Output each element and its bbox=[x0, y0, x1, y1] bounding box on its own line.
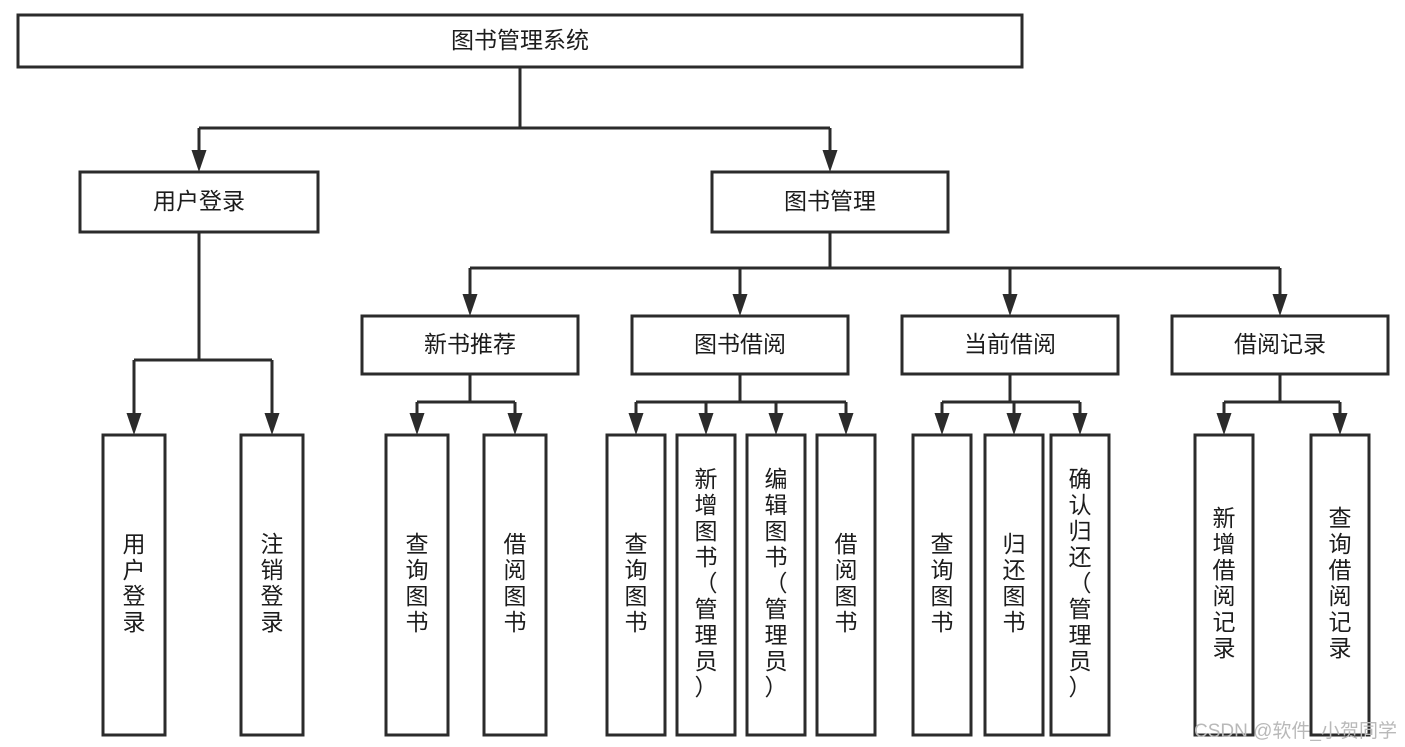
node-new-book-recommend[interactable]: 新书推荐 bbox=[360, 314, 580, 376]
node-label-leaf-logout: 注销登录 bbox=[261, 531, 284, 635]
node-box-leaf-add-record bbox=[1193, 433, 1255, 737]
node-box-borrow-record bbox=[1170, 314, 1390, 376]
node-box-leaf-return-book bbox=[983, 433, 1045, 737]
node-box-leaf-borrow-book-1 bbox=[482, 433, 548, 737]
node-leaf-query-book-2[interactable]: 查询图书 bbox=[605, 433, 667, 737]
node-label-leaf-confirm-return: 确认归还（管理员） bbox=[1069, 466, 1092, 700]
node-box-leaf-edit-book bbox=[745, 433, 807, 737]
node-box-leaf-borrow-book-2 bbox=[815, 433, 877, 737]
node-book-manage[interactable]: 图书管理 bbox=[710, 170, 950, 234]
node-user-login[interactable]: 用户登录 bbox=[78, 170, 320, 234]
node-leaf-user-login[interactable]: 用户登录 bbox=[101, 433, 167, 737]
node-label-leaf-borrow-book-1: 借阅图书 bbox=[504, 531, 527, 635]
node-label-leaf-add-book: 新增图书（管理员） bbox=[695, 466, 718, 700]
node-box-book-manage bbox=[710, 170, 950, 234]
node-label-borrow-record: 借阅记录 bbox=[1234, 331, 1326, 357]
edge-group-book-manage bbox=[462, 232, 1288, 316]
node-box-new-book-recommend bbox=[360, 314, 580, 376]
node-box-user-login bbox=[78, 170, 320, 234]
node-leaf-borrow-book-1[interactable]: 借阅图书 bbox=[482, 433, 548, 737]
node-leaf-borrow-book-2[interactable]: 借阅图书 bbox=[815, 433, 877, 737]
node-box-leaf-query-book-3 bbox=[911, 433, 973, 737]
node-box-leaf-user-login bbox=[101, 433, 167, 737]
node-label-leaf-borrow-book-2: 借阅图书 bbox=[835, 531, 858, 635]
node-leaf-confirm-return[interactable]: 确认归还（管理员） bbox=[1049, 433, 1111, 737]
watermark-text: CSDN @软件_小贺同学 bbox=[1194, 721, 1397, 742]
node-leaf-query-book-1[interactable]: 查询图书 bbox=[384, 433, 450, 737]
node-borrow-record[interactable]: 借阅记录 bbox=[1170, 314, 1390, 376]
node-leaf-query-record[interactable]: 查询借阅记录 bbox=[1309, 433, 1371, 737]
edge-group-book-borrow bbox=[628, 374, 854, 435]
node-root[interactable]: 图书管理系统 bbox=[16, 13, 1024, 69]
edge-group-user-login bbox=[126, 232, 280, 435]
node-box-leaf-logout bbox=[239, 433, 305, 737]
node-label-book-manage: 图书管理 bbox=[784, 188, 876, 214]
node-label-root: 图书管理系统 bbox=[451, 27, 589, 53]
node-box-leaf-add-book bbox=[675, 433, 737, 737]
edge-group-new-book-recommend bbox=[409, 374, 523, 435]
node-label-new-book-recommend: 新书推荐 bbox=[424, 331, 516, 357]
node-leaf-edit-book[interactable]: 编辑图书（管理员） bbox=[745, 433, 807, 737]
node-label-leaf-edit-book: 编辑图书（管理员） bbox=[765, 466, 788, 700]
node-label-book-borrow: 图书借阅 bbox=[694, 331, 786, 357]
node-label-leaf-query-book-2: 查询图书 bbox=[625, 531, 648, 635]
node-label-leaf-query-book-3: 查询图书 bbox=[931, 531, 954, 635]
node-box-book-borrow bbox=[630, 314, 850, 376]
node-box-leaf-query-record bbox=[1309, 433, 1371, 737]
node-book-borrow[interactable]: 图书借阅 bbox=[630, 314, 850, 376]
node-label-user-login: 用户登录 bbox=[153, 188, 245, 214]
node-box-root bbox=[16, 13, 1024, 69]
edge-group-current-borrow bbox=[934, 374, 1088, 435]
node-leaf-add-record[interactable]: 新增借阅记录 bbox=[1193, 433, 1255, 737]
nodes-layer: 图书管理系统用户登录图书管理新书推荐图书借阅当前借阅借阅记录用户登录注销登录查询… bbox=[16, 13, 1390, 737]
edge-group-root bbox=[191, 67, 838, 172]
node-label-leaf-query-record: 查询借阅记录 bbox=[1329, 505, 1352, 661]
node-label-leaf-add-record: 新增借阅记录 bbox=[1213, 505, 1236, 661]
node-label-leaf-query-book-1: 查询图书 bbox=[406, 531, 429, 635]
node-box-current-borrow bbox=[900, 314, 1120, 376]
node-current-borrow[interactable]: 当前借阅 bbox=[900, 314, 1120, 376]
node-box-leaf-confirm-return bbox=[1049, 433, 1111, 737]
node-box-leaf-query-book-1 bbox=[384, 433, 450, 737]
connectors-layer bbox=[126, 67, 1348, 435]
node-leaf-logout[interactable]: 注销登录 bbox=[239, 433, 305, 737]
node-box-leaf-query-book-2 bbox=[605, 433, 667, 737]
node-label-leaf-return-book: 归还图书 bbox=[1003, 531, 1026, 635]
node-leaf-return-book[interactable]: 归还图书 bbox=[983, 433, 1045, 737]
edge-group-borrow-record bbox=[1216, 374, 1348, 435]
node-leaf-query-book-3[interactable]: 查询图书 bbox=[911, 433, 973, 737]
node-label-leaf-user-login: 用户登录 bbox=[123, 531, 146, 635]
node-leaf-add-book[interactable]: 新增图书（管理员） bbox=[675, 433, 737, 737]
node-label-current-borrow: 当前借阅 bbox=[964, 331, 1056, 357]
